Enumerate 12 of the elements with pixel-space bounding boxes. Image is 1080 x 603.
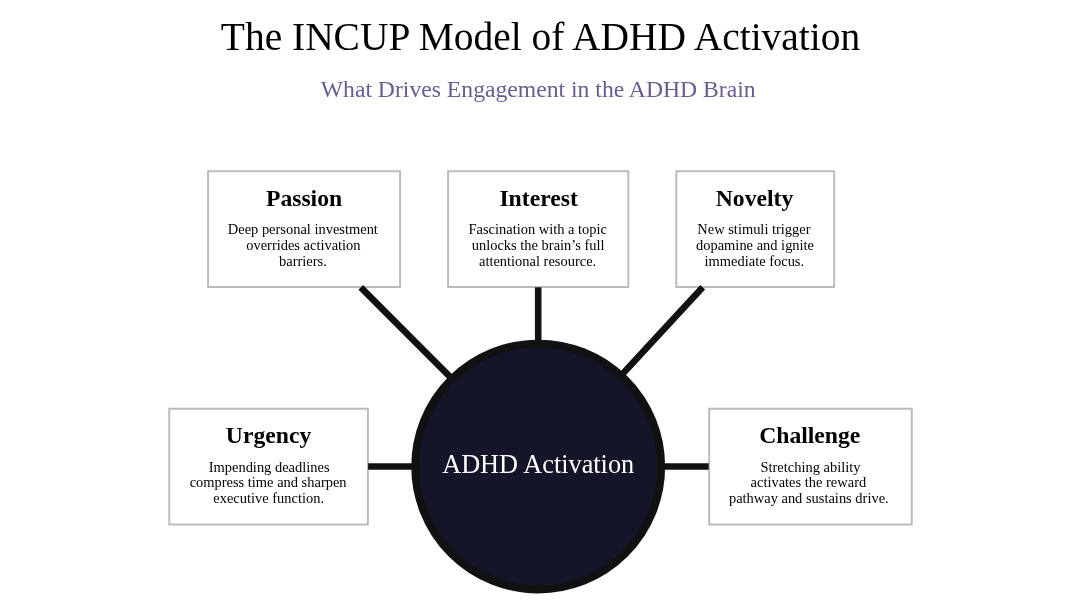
node-box: Challenge Stretching ability activates the reward pathway and sustains drive. (707, 407, 913, 526)
node-box: Novelty New stimuli trigger dopamine and ignite immediate focus. (674, 170, 835, 288)
node-circle: ADHD Activation (410, 339, 665, 594)
node-box: Urgency Impending deadlines compress time and sharpen executive function. (167, 407, 369, 526)
label: What Drives Engagement in the ADHD Brain (320, 75, 756, 102)
node-box: Interest Fascination with a topic unlocks the brain’s full attentional resource. (446, 170, 629, 288)
connector (618, 285, 705, 378)
connector (357, 285, 454, 381)
connector (367, 463, 415, 470)
node-box: Passion Deep personal investment overrides activation barriers. (206, 170, 401, 288)
connector (661, 463, 709, 470)
diagram-title: The INCUP Model of ADHD Activation (220, 15, 860, 60)
